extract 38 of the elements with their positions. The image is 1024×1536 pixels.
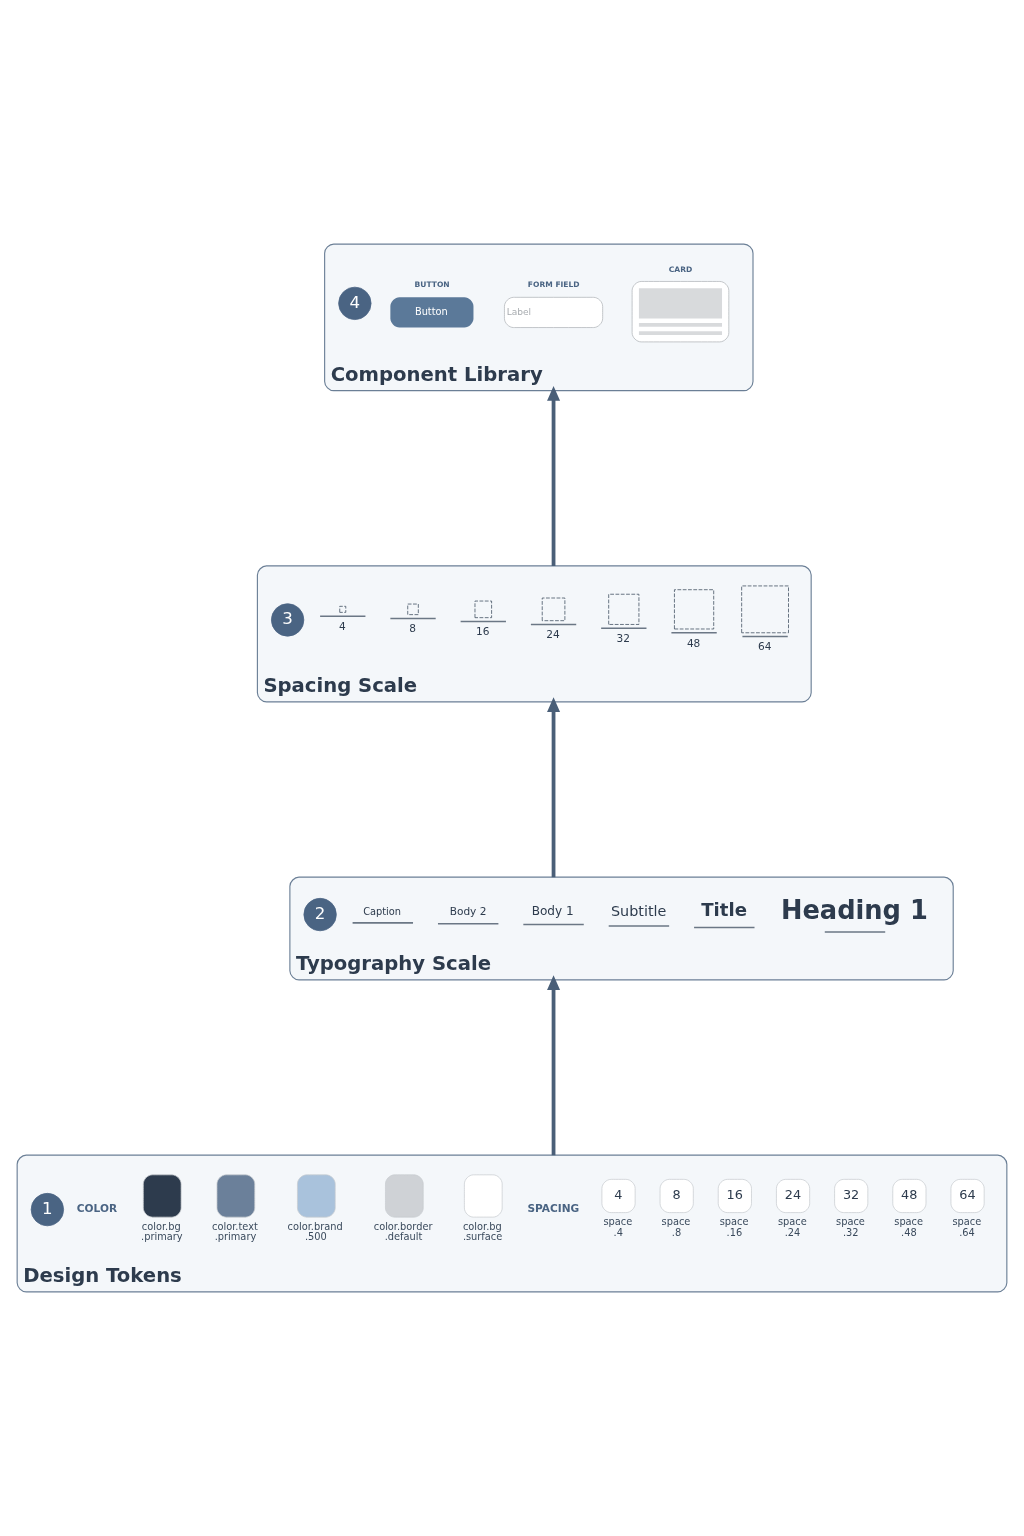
arrow	[547, 975, 561, 1156]
node-circle: 4	[338, 286, 372, 320]
node-label: CARD	[668, 265, 693, 275]
node-circle: 2	[303, 897, 337, 932]
node-label: space .24	[777, 1216, 807, 1238]
label: Caption	[363, 905, 402, 917]
node-label: space .64	[952, 1216, 982, 1238]
node-label: color.text .primary	[212, 1220, 258, 1243]
label: Subtitle	[610, 903, 667, 920]
node-box: Button	[390, 297, 474, 328]
node-label: space .16	[719, 1216, 749, 1238]
node-label: BUTTON	[414, 279, 450, 289]
arrow	[547, 697, 561, 878]
node-label: space .32	[836, 1216, 865, 1238]
node-label: 32	[616, 631, 631, 644]
node-label: 8	[409, 622, 416, 635]
label: COLOR	[76, 1201, 118, 1214]
node-label: FORM FIELD	[527, 279, 580, 289]
node-label: color.bg .primary	[141, 1220, 183, 1243]
node-label: 64	[757, 640, 772, 653]
node-label: 16	[476, 625, 490, 638]
label: Heading 1	[780, 894, 928, 925]
node-circle: 1	[30, 1192, 64, 1227]
label: SPACING	[527, 1201, 580, 1214]
node-label: 48	[686, 636, 701, 649]
node-label: space .8	[661, 1216, 691, 1238]
node-label: color.border .default	[373, 1220, 433, 1243]
node-label: 24	[546, 628, 560, 641]
node-label: space .4	[603, 1216, 633, 1238]
arrow	[547, 385, 561, 566]
label: Title	[701, 899, 747, 921]
node-label: color.bg .surface	[462, 1220, 503, 1243]
node-label: 4	[338, 619, 346, 632]
label: Body 2	[449, 905, 487, 918]
node-circle: 3	[271, 603, 305, 637]
label: Body 1	[531, 904, 574, 919]
node-label: space .48	[894, 1216, 924, 1238]
node-label: color.brand .500	[287, 1220, 343, 1243]
